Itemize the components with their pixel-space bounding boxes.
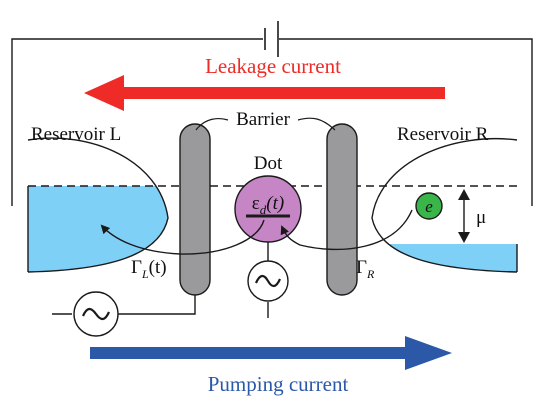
gamma-right-subscript: R: [366, 267, 375, 281]
battery-icon: [264, 21, 279, 57]
dot-level-epsilon: ε: [252, 193, 260, 214]
leakage-current-label: Leakage current: [205, 54, 341, 78]
circuit-wire: [11, 38, 533, 206]
reservoir-right-outline: [371, 138, 518, 273]
tunneling-path: [280, 209, 413, 251]
electron: [415, 192, 443, 220]
leakage-arrow-head: [84, 75, 124, 111]
dot-level-subscript: d: [260, 202, 267, 217]
reservoir-left-label: Reservoir L: [31, 124, 121, 145]
gamma-right-symbol: Γ: [356, 257, 367, 278]
reservoir-right-fill: [372, 244, 517, 272]
tunneling-path-left: [100, 219, 265, 255]
pumping-arrow-head: [405, 336, 452, 370]
reservoir-right-label: Reservoir R: [397, 124, 489, 145]
mu-label: μ: [476, 207, 486, 228]
gamma-left-subscript: L: [141, 267, 149, 281]
pumping-current-arrow: [90, 336, 452, 370]
gamma-left-symbol: Γ: [131, 257, 142, 278]
dot-label: Dot: [254, 153, 283, 174]
ac-source-left-icon: [73, 291, 119, 337]
barrier-right: [326, 123, 358, 296]
pumping-current-label: Pumping current: [208, 372, 349, 396]
reservoir-right: [371, 138, 518, 273]
chemical-potential-arrow: [458, 189, 470, 243]
gate-wire-left-barrier: [52, 295, 196, 315]
gamma-left-argument: (t): [149, 257, 167, 278]
electron-label: e: [425, 197, 433, 216]
gamma-left-label: ΓL(t): [131, 257, 167, 281]
ac-source-icon: [247, 260, 289, 302]
gamma-right-label: ΓR: [356, 257, 375, 281]
dot-level-label: εd(t): [252, 193, 284, 217]
reservoir-left: [27, 137, 169, 273]
barrier-label: Barrier: [236, 109, 290, 130]
dot-level-argument: (t): [266, 193, 284, 214]
barrier-leader-lines: [195, 117, 336, 131]
reservoir-left-outline: [27, 137, 169, 273]
pumping-arrow-shaft: [90, 347, 410, 359]
barrier-left: [179, 123, 211, 296]
leakage-arrow-shaft: [118, 87, 445, 99]
leakage-current-arrow: [84, 75, 445, 111]
